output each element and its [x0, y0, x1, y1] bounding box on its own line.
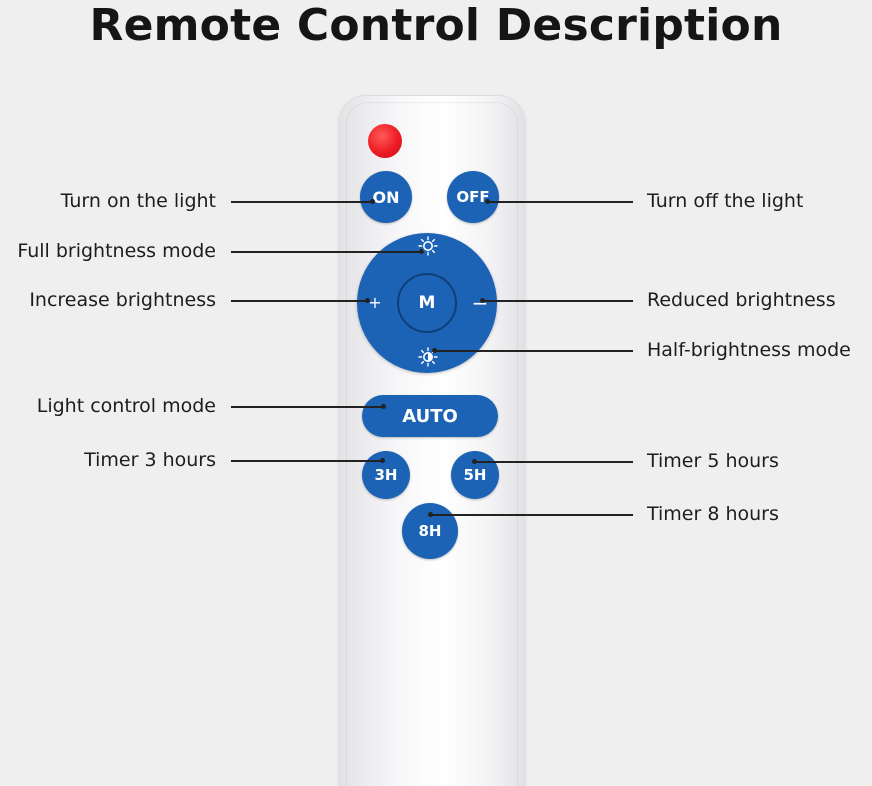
timer-5h-button[interactable]: 5H [451, 451, 499, 499]
leader-half-brightness [432, 348, 633, 353]
decrease-button[interactable]: − [471, 291, 489, 315]
brightness-dpad: + M − [357, 233, 497, 373]
label-half-brightness: Half-brightness mode [647, 339, 851, 361]
leader-light-control [231, 404, 386, 409]
half-sun-icon[interactable] [417, 346, 439, 368]
leader-timer-5 [472, 459, 633, 464]
leader-increase [231, 298, 370, 303]
off-button[interactable]: OFF [447, 171, 499, 223]
led-indicator-icon [368, 124, 402, 158]
label-increase: Increase brightness [29, 289, 216, 311]
label-timer-5: Timer 5 hours [647, 450, 779, 472]
label-light-control: Light control mode [36, 395, 216, 417]
leader-timer-8 [428, 512, 633, 517]
label-timer-3: Timer 3 hours [84, 449, 216, 471]
leader-full-brightness [231, 249, 424, 254]
sun-icon[interactable] [417, 235, 439, 257]
label-full-brightness: Full brightness mode [17, 240, 216, 262]
timer-8h-button[interactable]: 8H [402, 503, 458, 559]
timer-3h-button[interactable]: 3H [362, 451, 410, 499]
auto-button[interactable]: AUTO [362, 395, 498, 437]
increase-button[interactable]: + [368, 293, 382, 312]
leader-reduced [480, 298, 633, 303]
label-timer-8: Timer 8 hours [647, 503, 779, 525]
leader-timer-3 [231, 458, 385, 463]
label-turn-on: Turn on the light [60, 190, 216, 212]
label-turn-off: Turn off the light [647, 190, 804, 212]
on-button[interactable]: ON [360, 171, 412, 223]
leader-turn-on [231, 199, 375, 204]
mode-button[interactable]: M [397, 273, 457, 333]
label-reduced: Reduced brightness [647, 289, 836, 311]
page-title: Remote Control Description [89, 0, 783, 51]
leader-turn-off [485, 199, 633, 204]
